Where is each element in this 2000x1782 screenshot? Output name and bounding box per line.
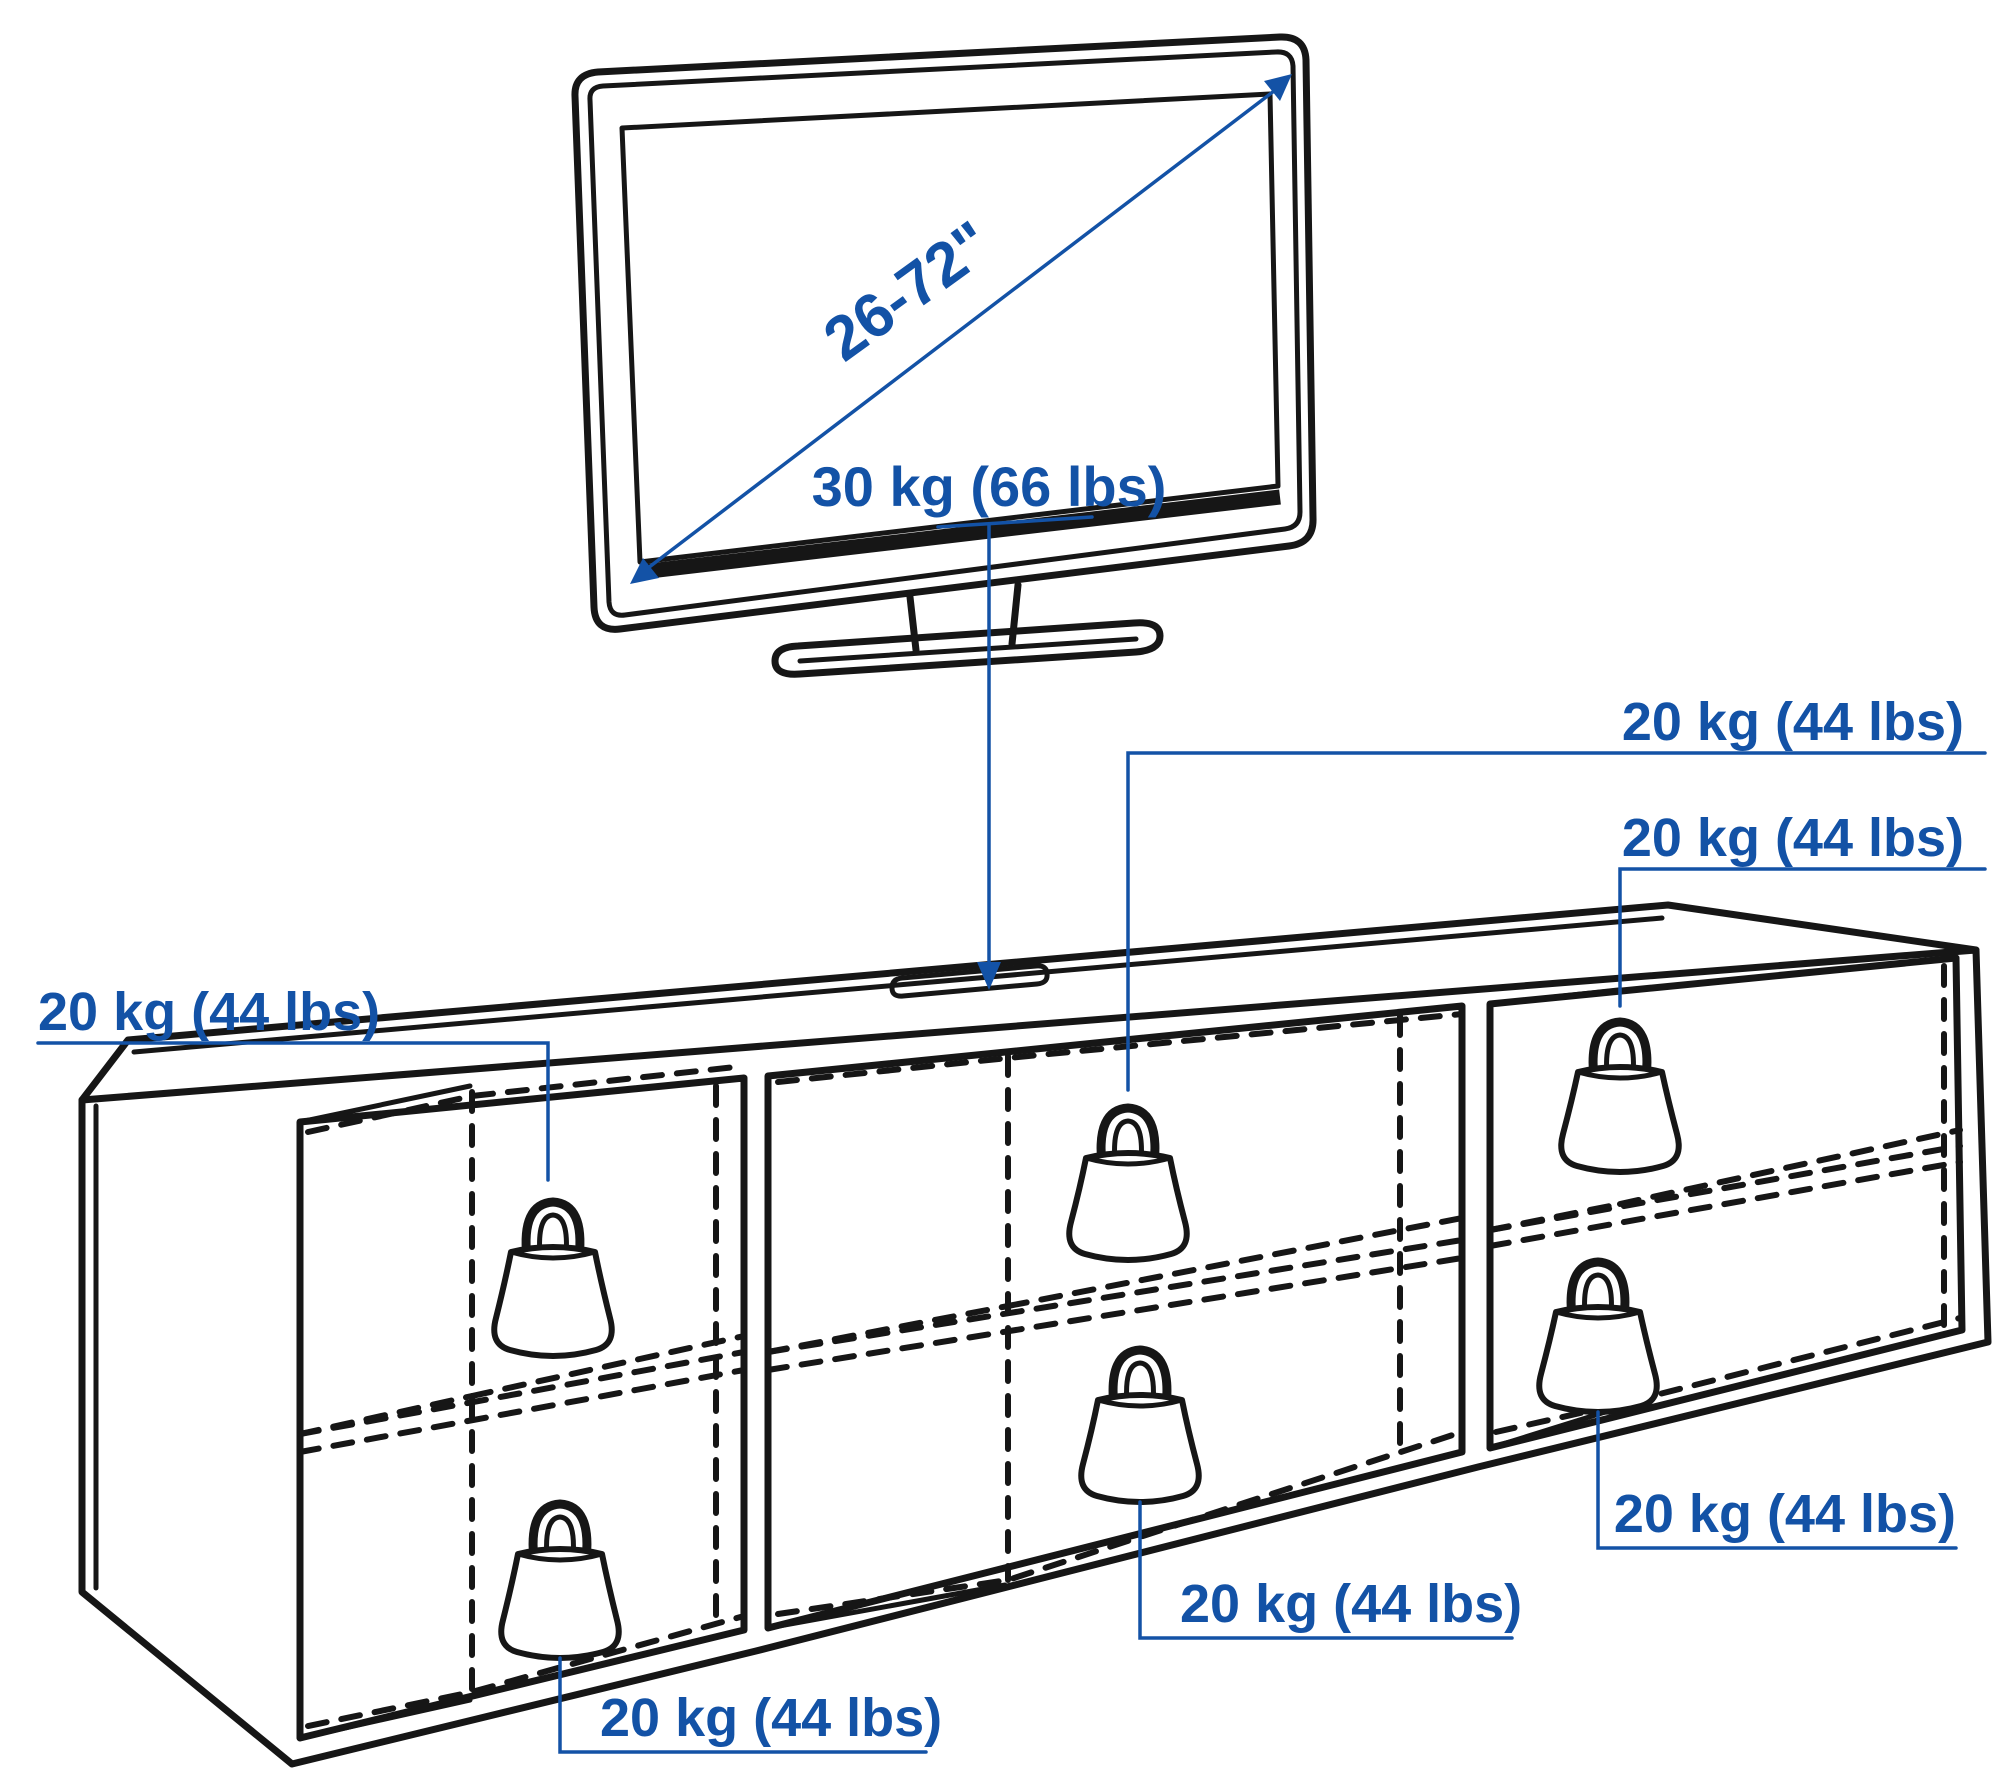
tv-weight-leader-arrow bbox=[936, 515, 1094, 990]
tv-weight-limit-label: 30 kg (66 lbs) bbox=[812, 455, 1167, 518]
load-label-top-right-1: 20 kg (44 lbs) bbox=[1622, 692, 1964, 752]
leader-line-bottom-right bbox=[1596, 1410, 1958, 1550]
compartment-middle-opening bbox=[764, 1002, 1466, 1632]
tv-bottom-bezel bbox=[640, 489, 1281, 580]
compartment-left-interior-dashed bbox=[297, 1063, 747, 1729]
load-label-bottom-right: 20 kg (44 lbs) bbox=[1614, 1484, 1956, 1544]
tv-size-label: 26-72" bbox=[812, 208, 1005, 374]
bench-top-surface bbox=[78, 901, 1980, 1104]
bench-front-outline bbox=[78, 946, 1992, 1768]
load-label-bottom-left: 20 kg (44 lbs) bbox=[600, 1688, 942, 1748]
cable-slot bbox=[889, 963, 1050, 999]
weight-icon bbox=[1558, 1017, 1682, 1175]
load-label-left-top: 20 kg (44 lbs) bbox=[38, 982, 380, 1042]
weight-icon bbox=[1536, 1257, 1660, 1415]
leader-line-left-top bbox=[36, 1041, 550, 1182]
leader-line-top-right-2 bbox=[1618, 867, 1987, 1008]
compartment-middle-interior-dashed bbox=[765, 1011, 1465, 1617]
leader-line-top-right-1 bbox=[1126, 751, 1987, 1092]
tv-screen bbox=[619, 91, 1281, 565]
tv-stand-base bbox=[771, 619, 1164, 678]
interior-edges-middle bbox=[765, 1049, 1008, 1631]
weight-icon bbox=[1066, 1103, 1190, 1263]
load-label-top-right-2: 20 kg (44 lbs) bbox=[1622, 808, 1964, 868]
weight-icon bbox=[491, 1197, 615, 1359]
load-label-bottom-middle: 20 kg (44 lbs) bbox=[1180, 1574, 1522, 1634]
tv-icon bbox=[571, 33, 1317, 678]
tv-diagonal-arrow bbox=[630, 74, 1292, 584]
bench-top-back-edge-inner bbox=[131, 915, 1665, 1055]
tv-outer-frame bbox=[571, 33, 1317, 633]
compartment-right-interior-dashed bbox=[1487, 963, 1963, 1435]
leader-line-bottom-middle bbox=[1138, 1500, 1514, 1640]
compartment-right-opening bbox=[1486, 954, 1966, 1452]
tv-inner-frame bbox=[587, 49, 1303, 618]
leader-line-bottom-left bbox=[558, 1656, 928, 1754]
compartment-left-opening bbox=[296, 1074, 748, 1742]
interior-edges-left bbox=[297, 1083, 473, 1741]
weight-icon bbox=[1078, 1345, 1202, 1505]
tv-bench-icon bbox=[78, 901, 1992, 1768]
tv-stand-base-edge bbox=[797, 636, 1139, 664]
weight-icon bbox=[498, 1499, 622, 1661]
